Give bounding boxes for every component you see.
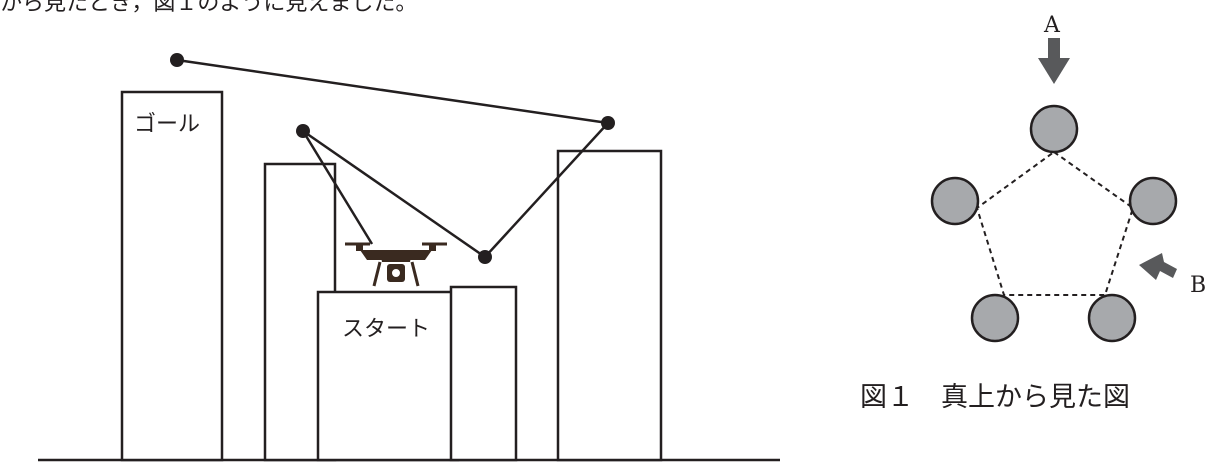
flight-path [176, 58, 609, 259]
path-segment-3 [484, 122, 609, 258]
start-label: スタート [342, 317, 430, 342]
building-4 [449, 285, 518, 462]
label-b: B [1190, 273, 1206, 298]
goal-label: ゴール [134, 112, 200, 137]
waypoint-3 [478, 250, 492, 264]
building-goal [120, 90, 224, 462]
building-6 [556, 149, 663, 462]
top-text-fragment: から見たとき，図１のように見えました。 [0, 0, 418, 16]
figure-caption: 図１ 真上から見た図 [860, 382, 1130, 413]
pentagon-outline [975, 150, 1135, 296]
pillar-bottom-left [970, 293, 1020, 343]
waypoints [170, 53, 615, 264]
top-view-figure: A B 図１ 真上から見た図 [860, 13, 1206, 413]
label-a: A [1043, 13, 1061, 38]
building-start [316, 290, 460, 462]
path-segment-1 [301, 130, 374, 245]
arrow-a-icon [1038, 38, 1070, 84]
arrow-b-icon [1139, 253, 1177, 280]
pillar-bottom-right [1087, 293, 1137, 343]
waypoint-4 [601, 116, 615, 130]
path-segment-2 [302, 129, 486, 259]
path-segment-4 [176, 58, 609, 125]
pillar-top [1029, 104, 1079, 154]
drone-icon [345, 242, 447, 287]
buildings [120, 90, 663, 462]
pillars [930, 104, 1178, 343]
pillar-right [1128, 176, 1178, 226]
waypoint-1 [170, 53, 184, 67]
waypoint-2 [296, 124, 310, 138]
pillar-left [930, 176, 980, 226]
